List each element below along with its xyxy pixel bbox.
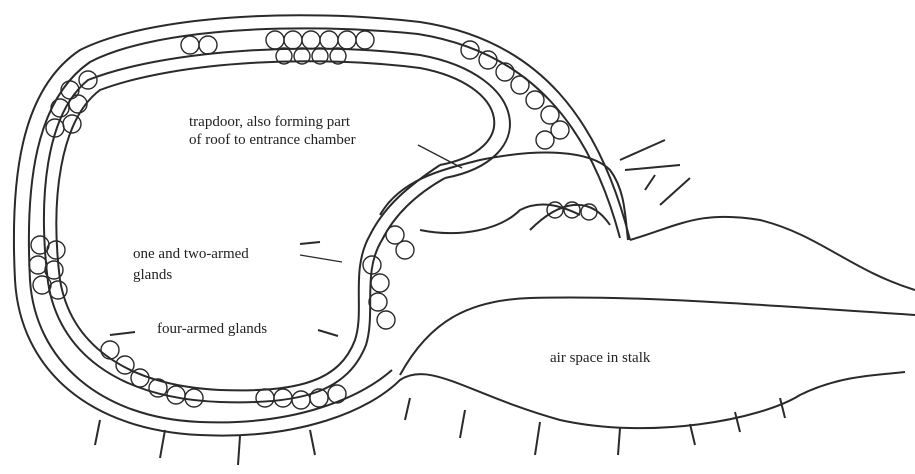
air-space-label: air space in stalk bbox=[550, 349, 650, 368]
external-hairs bbox=[95, 140, 785, 465]
entrance-floor bbox=[420, 205, 580, 234]
trapdoor-label-line1: trapdoor, also forming part bbox=[189, 113, 350, 132]
stalk-upper bbox=[630, 217, 915, 290]
leader-lines bbox=[300, 145, 462, 262]
glands-label-line2: glands bbox=[133, 266, 172, 285]
four-armed-glands-label: four-armed glands bbox=[157, 320, 267, 339]
inner-wall-outer bbox=[44, 49, 510, 403]
cell-clusters bbox=[29, 31, 597, 409]
trapdoor-label-line2: of roof to entrance chamber bbox=[189, 131, 356, 150]
glands-label-line1: one and two-armed bbox=[133, 245, 249, 264]
stalk-middle bbox=[400, 297, 915, 375]
inner-wall bbox=[56, 61, 494, 390]
